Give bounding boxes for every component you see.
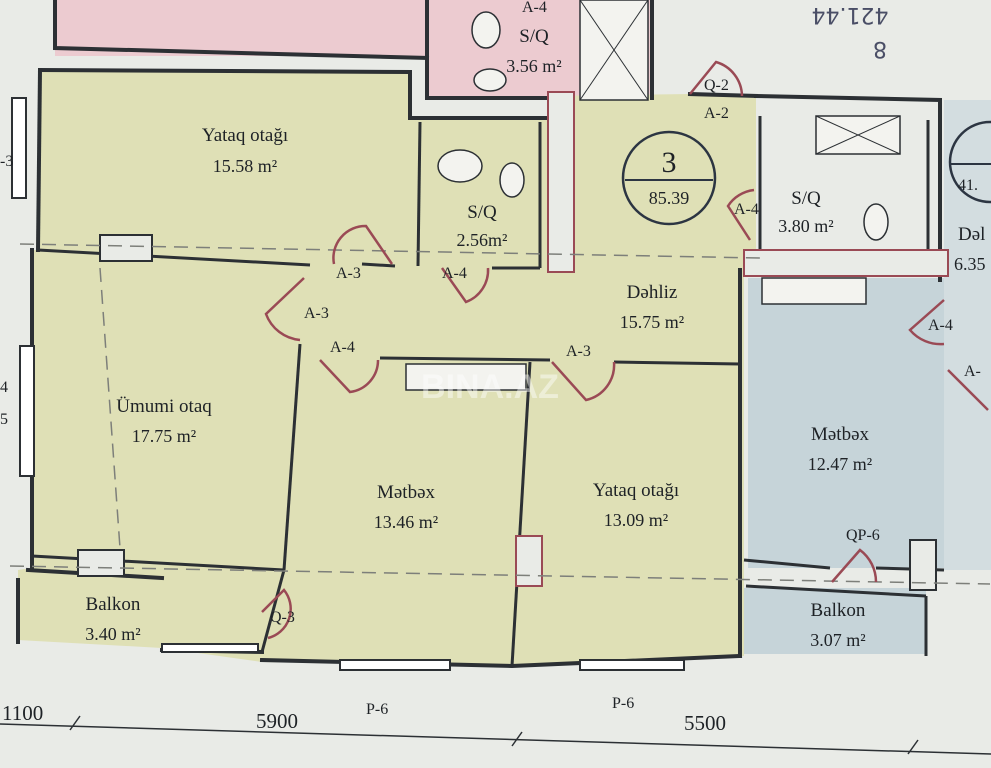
neighbor-room-top-left bbox=[55, 0, 427, 56]
door-label-a-edge: A- bbox=[964, 363, 981, 380]
window-bottom-right bbox=[579, 659, 685, 671]
bath-left-name: S/Q bbox=[467, 202, 497, 223]
bedroom-top-area: 15.58 m² bbox=[213, 156, 277, 176]
door-label-a3-left: A-3 bbox=[304, 305, 329, 322]
sink-bath-top bbox=[471, 11, 501, 49]
door-qp6 bbox=[831, 548, 878, 583]
door-label-a2: A-2 bbox=[704, 105, 729, 122]
apartment-number: 3 bbox=[662, 146, 677, 179]
kitchen-name: Mətbəx bbox=[377, 482, 436, 503]
hall-area: 15.75 m² bbox=[620, 312, 684, 332]
handwritten-number: 8 bbox=[873, 36, 887, 61]
door-a3-left bbox=[264, 277, 305, 342]
toilet-bath-left bbox=[499, 162, 525, 198]
door-label-q2: Q-2 bbox=[704, 77, 729, 94]
dashed-lines bbox=[9, 243, 991, 585]
neighbor-edge-right bbox=[944, 100, 991, 570]
door-a4-mid bbox=[319, 359, 380, 394]
balcony-right-name: Balkon bbox=[811, 600, 866, 621]
apartment-total-area: 85.39 bbox=[649, 188, 690, 208]
partial-room-area: 6.35 bbox=[954, 254, 986, 274]
kitchen-right-name: Mətbəx bbox=[811, 424, 870, 445]
living-room-area: 17.75 m² bbox=[132, 426, 196, 446]
living-room-name: Ümumi otaq bbox=[116, 396, 212, 417]
shower-cross-lines bbox=[579, 0, 901, 155]
door-label-a4-mid: A-4 bbox=[330, 339, 355, 356]
kitchen-right-area: 12.47 m² bbox=[808, 454, 872, 474]
edge-mark-2: 4 bbox=[0, 379, 8, 396]
door-a3-mid bbox=[551, 361, 616, 402]
door-label-a4-top: A-4 bbox=[522, 0, 547, 16]
bath-top-area: 3.56 m² bbox=[506, 56, 561, 76]
balcony-right-area: 3.07 m² bbox=[810, 630, 865, 650]
column-left-bottom bbox=[77, 549, 125, 577]
partial-room-name: Dəl bbox=[958, 224, 985, 245]
dimension-5500: 5500 bbox=[684, 711, 726, 735]
door-label-a4-upper: A-4 bbox=[442, 265, 467, 282]
door-a-edge bbox=[947, 369, 989, 411]
door-a4-bath-right bbox=[726, 188, 755, 241]
edge-mark-3: 5 bbox=[0, 411, 8, 428]
kitchen-right-counter bbox=[761, 277, 867, 305]
door-label-a3-upper: A-3 bbox=[336, 265, 361, 282]
window-label-p6-left: P-6 bbox=[366, 701, 388, 718]
window-bottom-left bbox=[339, 659, 451, 671]
neighbor-number-area: 41. bbox=[958, 177, 978, 194]
bath-top-name: S/Q bbox=[519, 26, 549, 47]
bath-left-area: 2.56m² bbox=[457, 230, 508, 250]
sink-bath-left bbox=[437, 149, 483, 183]
windows bbox=[11, 97, 685, 671]
apartment-number-circle bbox=[621, 130, 717, 226]
window-label-p6-right: P-6 bbox=[612, 695, 634, 712]
bedroom-bottom-area: 13.09 m² bbox=[604, 510, 668, 530]
columns bbox=[77, 91, 949, 591]
watermark: BINA.AZ bbox=[421, 368, 559, 406]
toilet-bath-top bbox=[473, 68, 507, 92]
sink-bath-right bbox=[863, 203, 889, 241]
window-left-mid bbox=[19, 345, 35, 477]
neighbor-kitchen-right bbox=[748, 278, 944, 568]
bath-right-name: S/Q bbox=[791, 188, 821, 209]
bedroom-top-name: Yataq otağı bbox=[202, 125, 288, 146]
beam-right bbox=[743, 249, 949, 277]
dimension-5900: 5900 bbox=[256, 709, 298, 733]
handwritten-note: 421.44 bbox=[812, 2, 889, 27]
balcony-left-name: Balkon bbox=[86, 594, 141, 615]
balcony-left-area: 3.40 m² bbox=[85, 624, 140, 644]
bedroom-bottom-name: Yataq otağı bbox=[593, 480, 679, 501]
door-a4-upper bbox=[440, 267, 490, 304]
column-right bbox=[909, 539, 937, 591]
column-left-top bbox=[99, 234, 153, 262]
bath-right-area: 3.80 m² bbox=[778, 216, 833, 236]
hall-name: Dəhliz bbox=[627, 282, 678, 303]
dimension-1100: 1100 bbox=[2, 701, 43, 725]
kitchen-area: 13.46 m² bbox=[374, 512, 438, 532]
door-a4-right bbox=[908, 299, 945, 346]
interior-walls bbox=[31, 116, 945, 667]
kitchen-counter bbox=[405, 363, 527, 391]
door-label-a4-right: A-4 bbox=[928, 317, 953, 334]
door-label-q3: Q-3 bbox=[270, 609, 295, 626]
door-label-qp6: QP-6 bbox=[846, 527, 880, 544]
edge-mark-1: -3 bbox=[0, 153, 13, 170]
window-left-upper bbox=[11, 97, 27, 199]
door-label-a3-mid: A-3 bbox=[566, 343, 591, 360]
dimension-line bbox=[0, 715, 991, 755]
door-label-a4-bath-right: A-4 bbox=[734, 201, 759, 218]
column-top bbox=[547, 91, 575, 273]
neighbor-number-circle bbox=[948, 120, 991, 204]
window-balcony-left bbox=[161, 643, 259, 653]
door-q2 bbox=[689, 60, 744, 97]
neighbor-balcony-right bbox=[742, 588, 926, 654]
door-q3 bbox=[261, 588, 292, 640]
door-a3-upper bbox=[332, 224, 394, 265]
column-mid bbox=[515, 535, 543, 587]
door-swings bbox=[261, 60, 989, 640]
